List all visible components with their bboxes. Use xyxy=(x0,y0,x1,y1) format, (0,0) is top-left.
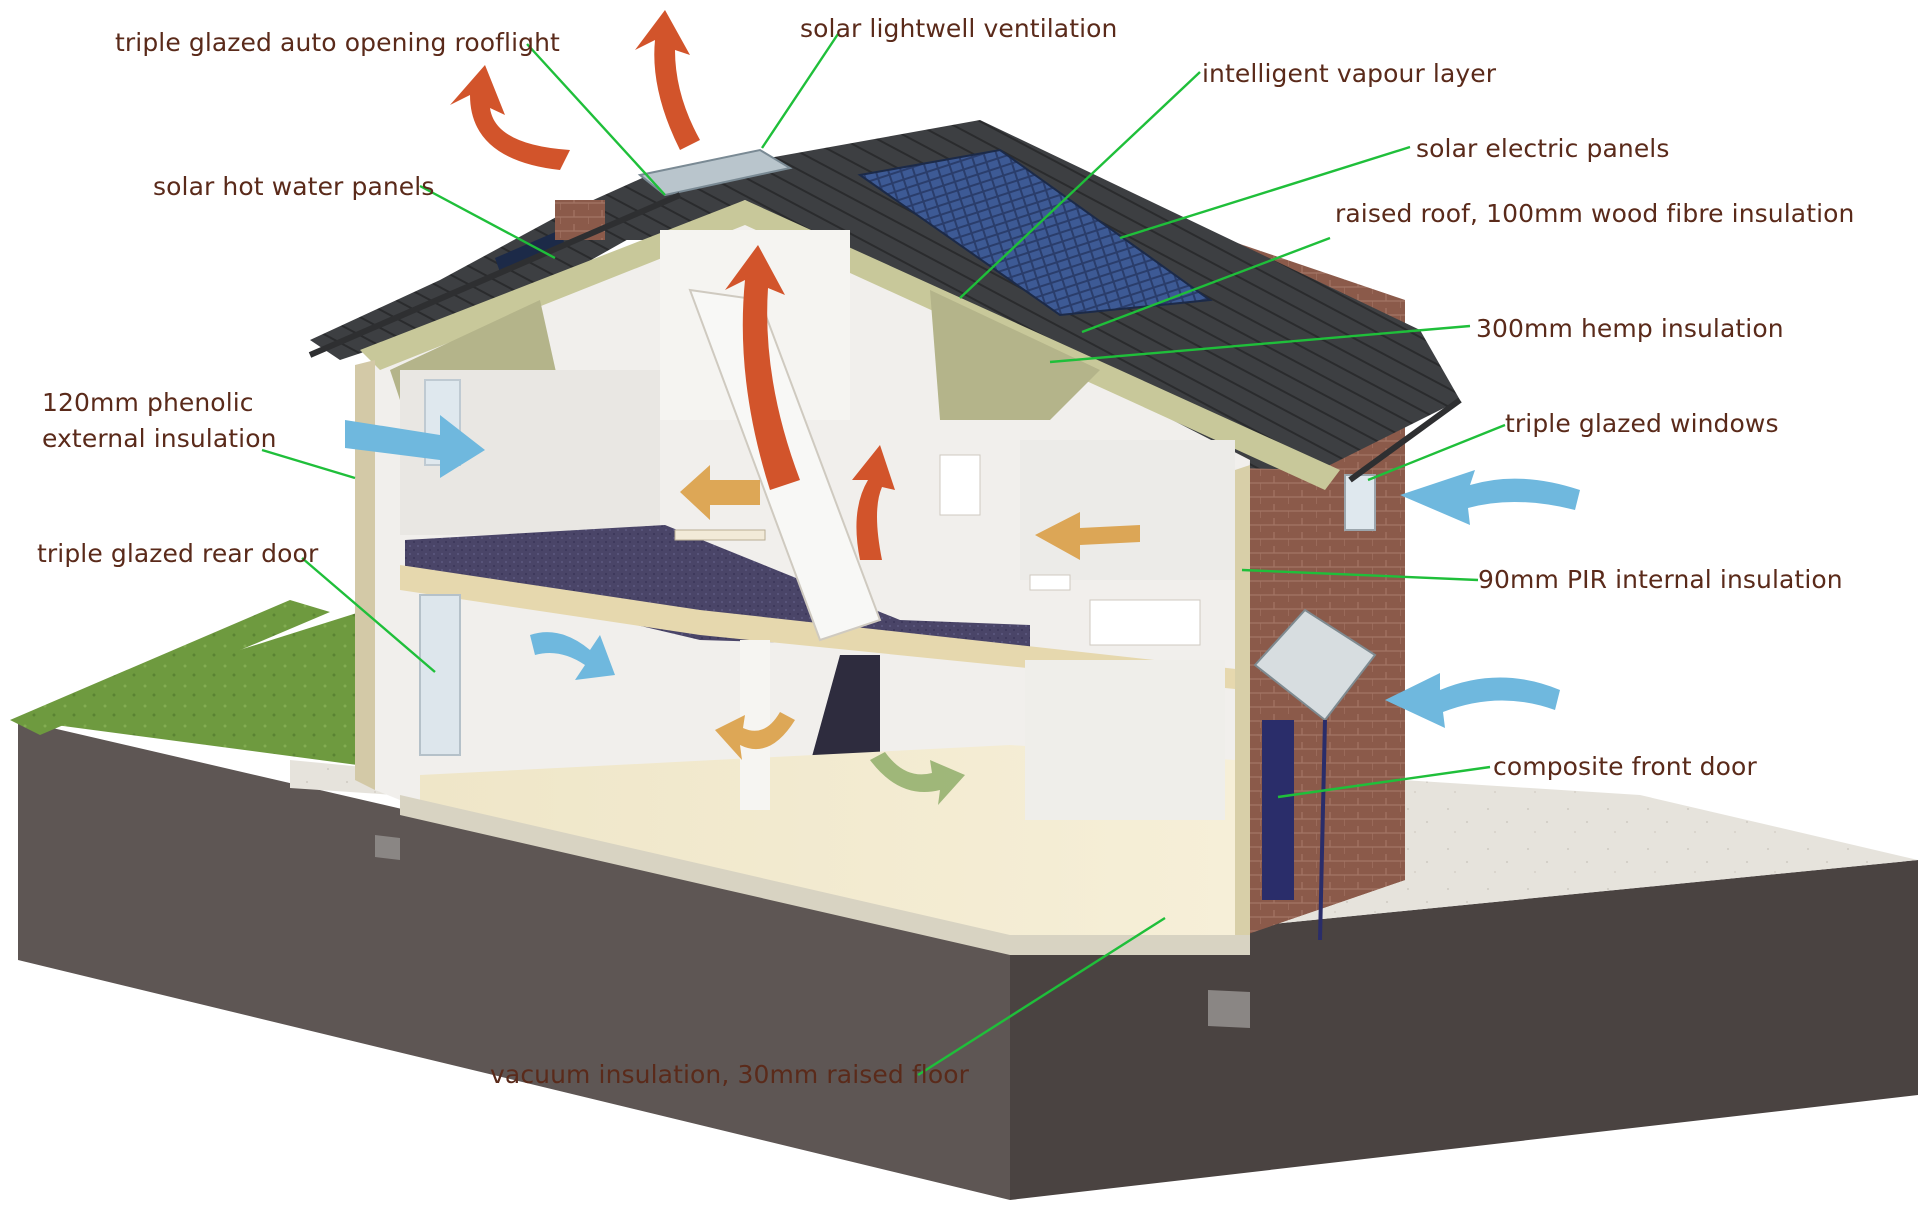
front-window xyxy=(1344,474,1376,531)
leader-hemp xyxy=(1049,324,1471,364)
interior-flow-arrow xyxy=(715,712,795,760)
label-hemp: 300mm hemp insulation xyxy=(1476,314,1784,343)
leader-solar-electric xyxy=(1119,145,1411,240)
leader-rooflight xyxy=(526,43,666,196)
upper-room-right xyxy=(1020,440,1235,580)
leader-front-door xyxy=(1277,765,1491,799)
warm-air-arrow xyxy=(450,65,570,170)
solar-hot-water-panel xyxy=(495,230,565,272)
label-phenolic-line1: 120mm phenolic xyxy=(42,388,254,417)
chimney xyxy=(555,200,605,240)
rooflight xyxy=(637,148,793,197)
boiler-unit xyxy=(939,454,981,516)
label-pir: 90mm PIR internal insulation xyxy=(1478,565,1843,594)
cool-air-arrow xyxy=(345,415,485,478)
interior-flow-arrows xyxy=(680,465,1140,805)
loft-insulation xyxy=(360,200,1340,490)
label-front-door: composite front door xyxy=(1493,752,1757,781)
warm-air-arrows xyxy=(450,10,895,560)
label-raised-roof: raised roof, 100mm wood fibre insulation xyxy=(1335,199,1855,228)
bathtub xyxy=(1089,599,1201,646)
ground-room-wall xyxy=(740,640,770,810)
ground-slab xyxy=(10,600,1918,1200)
leader-phenolic xyxy=(261,448,356,480)
leader-rear-door xyxy=(301,557,436,673)
interior-flow-arrow xyxy=(680,465,760,520)
label-vacuum: vacuum insulation, 30mm raised floor xyxy=(490,1060,970,1089)
leader-vapour xyxy=(959,71,1201,299)
foundation-pad-left xyxy=(375,835,400,860)
label-lightwell: solar lightwell ventilation xyxy=(800,14,1118,43)
solar-electric-panels xyxy=(857,148,1213,317)
cool-air-arrow xyxy=(530,632,615,680)
label-rear-door: triple glazed rear door xyxy=(37,539,319,568)
roof-tiles xyxy=(570,120,1460,470)
cool-air-arrow xyxy=(1385,673,1560,728)
label-phenolic-line2: external insulation xyxy=(42,424,277,453)
label-solar-hot-water: solar hot water panels xyxy=(153,172,435,201)
cool-air-arrows xyxy=(345,415,1580,728)
warm-air-arrow xyxy=(852,445,895,560)
foundation-pad-right xyxy=(1208,990,1250,1028)
pir-internal-insulation xyxy=(1235,465,1250,935)
front-porch-canopy xyxy=(1253,608,1377,722)
rear-door xyxy=(419,594,461,756)
leader-windows xyxy=(1367,423,1506,482)
external-insulation-rear xyxy=(355,360,375,790)
garden-grass xyxy=(18,612,395,770)
interior-flow-arrow xyxy=(1035,512,1140,560)
leader-vacuum xyxy=(917,916,1166,1077)
leader-pir xyxy=(1241,568,1479,582)
house-section xyxy=(308,120,1462,955)
label-solar-electric: solar electric panels xyxy=(1416,134,1670,163)
front-door xyxy=(1262,720,1294,900)
raised-floor-vacuum-insulation xyxy=(400,795,1250,955)
interior-flow-arrow xyxy=(870,752,965,805)
leader-solar-hot-water xyxy=(419,184,556,260)
label-vapour: intelligent vapour layer xyxy=(1202,59,1497,88)
label-rooflight: triple glazed auto opening rooflight xyxy=(115,28,560,57)
label-windows: triple glazed windows xyxy=(1505,409,1779,438)
bathroom-sink xyxy=(1029,574,1071,591)
leader-lightwell xyxy=(761,33,839,149)
warm-air-arrow xyxy=(725,245,800,490)
desk xyxy=(674,529,766,541)
leader-lines xyxy=(261,33,1506,1077)
leader-raised-roof xyxy=(1081,236,1331,334)
cool-air-arrow xyxy=(1400,470,1580,525)
warm-air-arrow xyxy=(635,10,700,150)
